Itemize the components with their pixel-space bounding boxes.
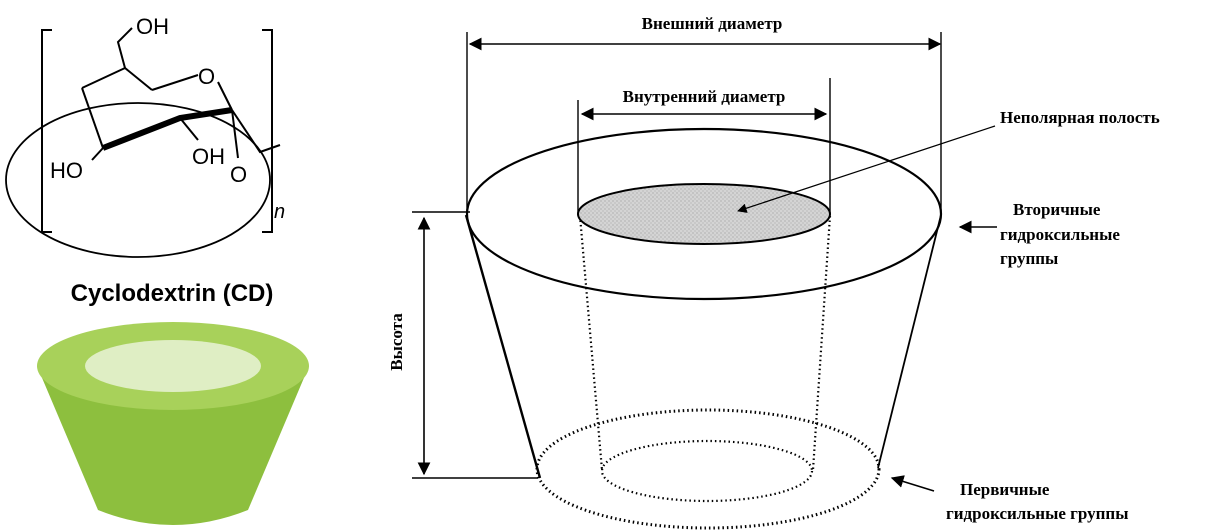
right-bracket bbox=[262, 29, 273, 233]
cone-body bbox=[37, 366, 309, 525]
cavity-pointer bbox=[737, 125, 996, 213]
nonpolar-cavity-label: Неполярная полость bbox=[1000, 108, 1160, 127]
cone-schematic bbox=[412, 32, 997, 530]
cone-right-side bbox=[877, 214, 942, 469]
green-cone-icon bbox=[37, 322, 309, 525]
secondary-hydroxyl-line2: гидроксильные bbox=[1000, 225, 1120, 244]
primary-hydroxyl-line2: гидроксильные группы bbox=[946, 504, 1128, 523]
subscript-n: n bbox=[274, 201, 285, 223]
secondary-hydroxyl-line3: группы bbox=[1000, 249, 1058, 268]
glucose-unit-structure bbox=[5, 27, 281, 258]
oh-top-label: OH bbox=[136, 14, 169, 39]
outer-diameter-label: Внешний диаметр bbox=[642, 14, 783, 33]
o-link-label: O bbox=[230, 162, 247, 187]
inner-diameter-label: Внутренний диаметр bbox=[623, 87, 786, 106]
ho-left-label: HO bbox=[50, 158, 83, 183]
bottom-ellipse bbox=[535, 408, 881, 530]
oh-mid-label: OH bbox=[192, 144, 225, 169]
cd-title: Cyclodextrin (CD) bbox=[71, 280, 274, 307]
height-label: Высота bbox=[387, 313, 406, 371]
inner-bottom-ellipse bbox=[600, 439, 814, 503]
ring-oxygen-label: O bbox=[198, 64, 215, 89]
macro-ring-ellipse bbox=[5, 102, 271, 258]
primary-pointer bbox=[890, 475, 935, 492]
left-bracket bbox=[41, 29, 52, 233]
nonpolar-cavity-ellipse bbox=[577, 183, 831, 245]
cone-cavity bbox=[85, 340, 261, 392]
top-outer-ellipse bbox=[465, 127, 943, 301]
primary-hydroxyl-line1: Первичные bbox=[960, 480, 1050, 499]
secondary-hydroxyl-line1: Вторичные bbox=[1013, 200, 1101, 219]
cone-left-side bbox=[464, 214, 542, 479]
